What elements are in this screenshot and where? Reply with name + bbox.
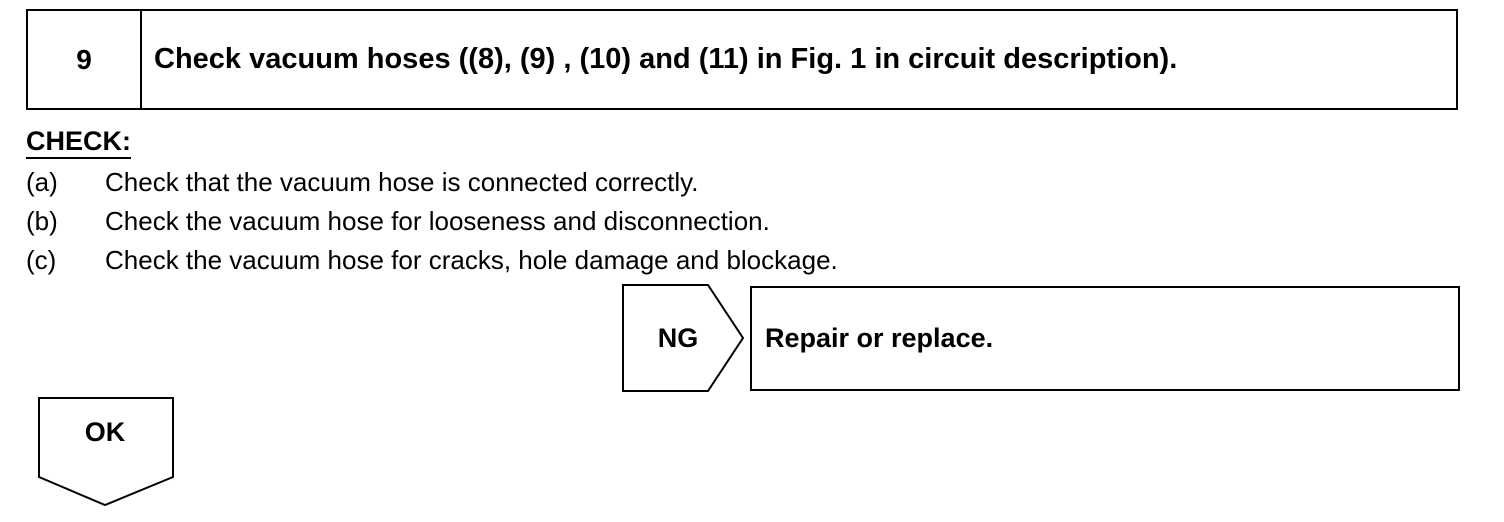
check-list-item: (a) Check that the vacuum hose is connec…	[26, 163, 838, 202]
ng-arrow-shape	[622, 284, 745, 392]
check-item-marker: (a)	[26, 167, 58, 197]
ok-result-tag: OK	[38, 397, 176, 507]
step-header-box: 9 Check vacuum hoses ((8), (9) , (10) an…	[26, 9, 1458, 110]
ng-label: NG	[657, 322, 699, 353]
ng-action-box: Repair or replace.	[750, 286, 1460, 391]
check-list-item: (c) Check the vacuum hose for cracks, ho…	[26, 241, 838, 280]
ok-label: OK	[84, 417, 126, 447]
ok-arrow-shape	[38, 397, 174, 507]
check-heading: CHECK:	[26, 125, 131, 159]
step-number: 9	[28, 11, 142, 108]
check-list-item: (b) Check the vacuum hose for looseness …	[26, 202, 838, 241]
check-list: (a) Check that the vacuum hose is connec…	[26, 163, 838, 280]
check-item-text: Check the vacuum hose for looseness and …	[105, 206, 770, 236]
check-item-marker: (c)	[26, 245, 57, 275]
ng-result-tag: NG	[622, 284, 746, 392]
check-item-marker: (b)	[26, 206, 58, 236]
step-title: Check vacuum hoses ((8), (9) , (10) and …	[154, 43, 1178, 75]
check-item-text: Check that the vacuum hose is connected …	[105, 167, 699, 197]
check-item-text: Check the vacuum hose for cracks, hole d…	[105, 245, 838, 275]
